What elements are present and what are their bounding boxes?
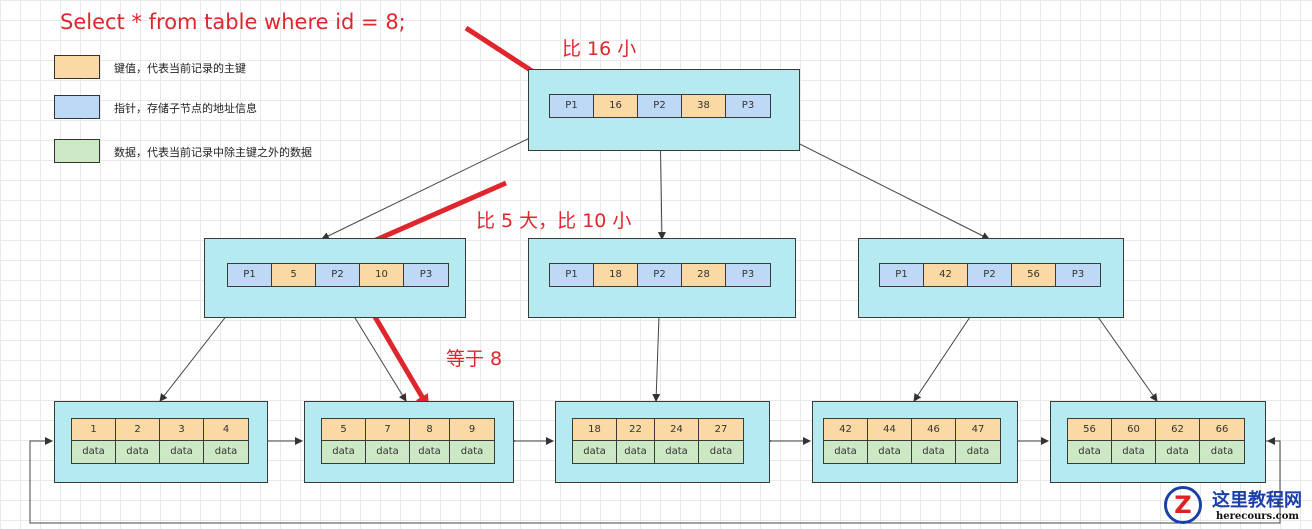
root-node: P1 16 P2 38 P3: [528, 69, 800, 151]
leaf-3-key-3: 24: [655, 419, 699, 441]
annotation-internal: 比 5 大，比 10 小: [476, 210, 632, 232]
leaf-5-data-3: data: [1156, 441, 1200, 463]
search-arrow-leaf: [365, 303, 431, 409]
leaf-1-key-4: 4: [204, 419, 248, 441]
leaf-1-key-1: 1: [72, 419, 116, 441]
leaf-2-data-4: data: [450, 441, 494, 463]
leaf-3-data-4: data: [699, 441, 743, 463]
logo-mark-icon: Z: [1164, 486, 1202, 524]
query-text: Select * from table where id = 8;: [60, 10, 406, 34]
leaf-1-data-2: data: [116, 441, 160, 463]
legend-swatch-key: [54, 55, 100, 79]
legend-swatch-data: [54, 139, 100, 163]
leaf-4-data-3: data: [912, 441, 956, 463]
internal-3-pointer-3: P3: [1056, 264, 1100, 286]
leaf-4-key-4: 47: [956, 419, 1000, 441]
leaf-4-data-2: data: [868, 441, 912, 463]
leaf-5-key-4: 66: [1200, 419, 1244, 441]
internal-node-2: P1 18 P2 28 P3: [528, 238, 796, 318]
leaf-2-key-2: 7: [366, 419, 410, 441]
leaf-4-key-3: 46: [912, 419, 956, 441]
internal-2-key-1: 18: [594, 264, 638, 286]
legend-text-data: 数据，代表当前记录中除主键之外的数据: [114, 146, 312, 159]
leaf-2-key-1: 5: [322, 419, 366, 441]
internal-2-pointer-3: P3: [726, 264, 770, 286]
leaf-3-key-4: 27: [699, 419, 743, 441]
root-pointer-2: P2: [638, 95, 682, 117]
internal-2-key-2: 28: [682, 264, 726, 286]
leaf-4-data-1: data: [824, 441, 868, 463]
internal-3-key-2: 56: [1012, 264, 1056, 286]
leaf-1-data-4: data: [204, 441, 248, 463]
leaf-3-data-3: data: [655, 441, 699, 463]
leaf-4-key-2: 44: [868, 419, 912, 441]
leaf-2-data-3: data: [410, 441, 450, 463]
leaf-1-data-3: data: [160, 441, 204, 463]
leaf-node-1: 1 2 3 4 data data data data: [54, 401, 268, 483]
annotation-root: 比 16 小: [562, 38, 637, 60]
leaf-5-key-2: 60: [1112, 419, 1156, 441]
legend-swatch-pointer: [54, 95, 100, 119]
root-pointer-3: P3: [726, 95, 770, 117]
internal-node-1: P1 5 P2 10 P3: [204, 238, 466, 318]
leaf-1-key-2: 2: [116, 419, 160, 441]
root-key-1: 16: [594, 95, 638, 117]
leaf-4-key-1: 42: [824, 419, 868, 441]
leaf-node-2: 5 7 8 9 data data data data: [304, 401, 514, 483]
leaf-3-key-2: 22: [617, 419, 655, 441]
internal-1-pointer-2: P2: [316, 264, 360, 286]
annotation-leaf: 等于 8: [446, 348, 503, 370]
leaf-5-data-4: data: [1200, 441, 1244, 463]
leaf-3-data-1: data: [573, 441, 617, 463]
watermark-logo: Z 这里教程网 herecours.com: [1160, 484, 1312, 529]
leaf-1-data-1: data: [72, 441, 116, 463]
root-key-2: 38: [682, 95, 726, 117]
internal-1-pointer-3: P3: [404, 264, 448, 286]
leaf-node-4: 42 44 46 47 data data data data: [812, 401, 1018, 483]
internal-2-pointer-1: P1: [550, 264, 594, 286]
internal-1-pointer-1: P1: [228, 264, 272, 286]
leaf-3-data-2: data: [617, 441, 655, 463]
leaf-5-data-1: data: [1068, 441, 1112, 463]
leaf-4-data-4: data: [956, 441, 1000, 463]
leaf-2-data-2: data: [366, 441, 410, 463]
internal-node-3: P1 42 P2 56 P3: [858, 238, 1124, 318]
internal-3-pointer-1: P1: [880, 264, 924, 286]
leaf-2-key-4: 9: [450, 419, 494, 441]
leaf-node-3: 18 22 24 27 data data data data: [555, 401, 770, 483]
internal-2-pointer-2: P2: [638, 264, 682, 286]
leaf-2-key-3: 8: [410, 419, 450, 441]
leaf-node-5: 56 60 62 66 data data data data: [1050, 401, 1266, 483]
leaf-5-key-3: 62: [1156, 419, 1200, 441]
internal-3-pointer-2: P2: [968, 264, 1012, 286]
leaf-3-key-1: 18: [573, 419, 617, 441]
leaf-1-key-3: 3: [160, 419, 204, 441]
leaf-2-data-1: data: [322, 441, 366, 463]
logo-site-name: 这里教程网: [1212, 490, 1302, 511]
logo-site-url: herecours.com: [1216, 511, 1300, 522]
root-pointer-1: P1: [550, 95, 594, 117]
internal-1-key-2: 10: [360, 264, 404, 286]
leaf-5-key-1: 56: [1068, 419, 1112, 441]
internal-3-key-1: 42: [924, 264, 968, 286]
legend-text-key: 键值，代表当前记录的主键: [114, 62, 246, 75]
leaf-5-data-2: data: [1112, 441, 1156, 463]
internal-1-key-1: 5: [272, 264, 316, 286]
legend-text-pointer: 指针，存储子节点的地址信息: [114, 102, 257, 115]
